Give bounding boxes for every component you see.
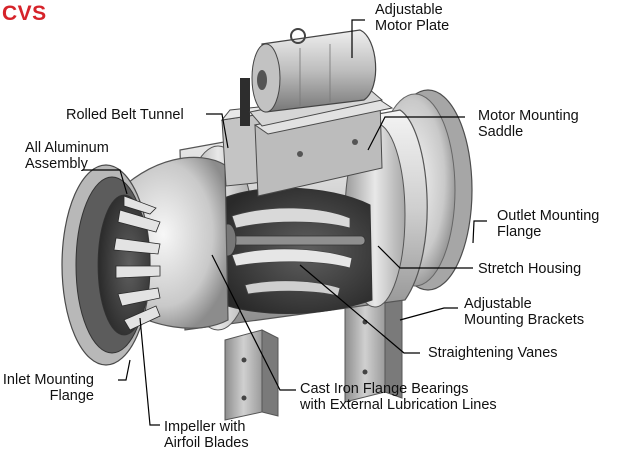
label-rolled-belt-tunnel: Rolled Belt Tunnel (66, 107, 184, 123)
page-title: CVS (2, 2, 47, 25)
motor (251, 28, 377, 113)
label-adjustable-motor-plate: Adjustable Motor Plate (375, 2, 450, 34)
belt-tunnel (220, 78, 270, 187)
label-inlet-mounting-flange: Inlet Mounting Flange (2, 372, 94, 404)
label-impeller-with-airfoil-blades: Impeller with Airfoil Blades (164, 419, 249, 451)
label-cast-iron-flange-bearings: Cast Iron Flange Bearings with External … (300, 381, 497, 413)
label-stretch-housing: Stretch Housing (478, 261, 582, 277)
mounting-bracket-right (344, 289, 403, 403)
cutaway-interior (209, 187, 373, 314)
leader-lines (82, 19, 487, 426)
impeller-blades (113, 195, 161, 331)
label-motor-mounting-saddle: Motor Mounting Saddle (478, 108, 579, 140)
inlet-bell (61, 156, 229, 366)
mounting-bracket-left (224, 329, 279, 421)
motor-saddle (253, 99, 394, 197)
label-straightening-vanes: Straightening Vanes (428, 345, 558, 361)
label-adjustable-mounting-brackets: Adjustable Mounting Brackets (464, 296, 585, 328)
label-all-aluminum-assembly: All Aluminum Assembly (25, 140, 109, 172)
label-outlet-mounting-flange: Outlet Mounting Flange (497, 208, 600, 240)
